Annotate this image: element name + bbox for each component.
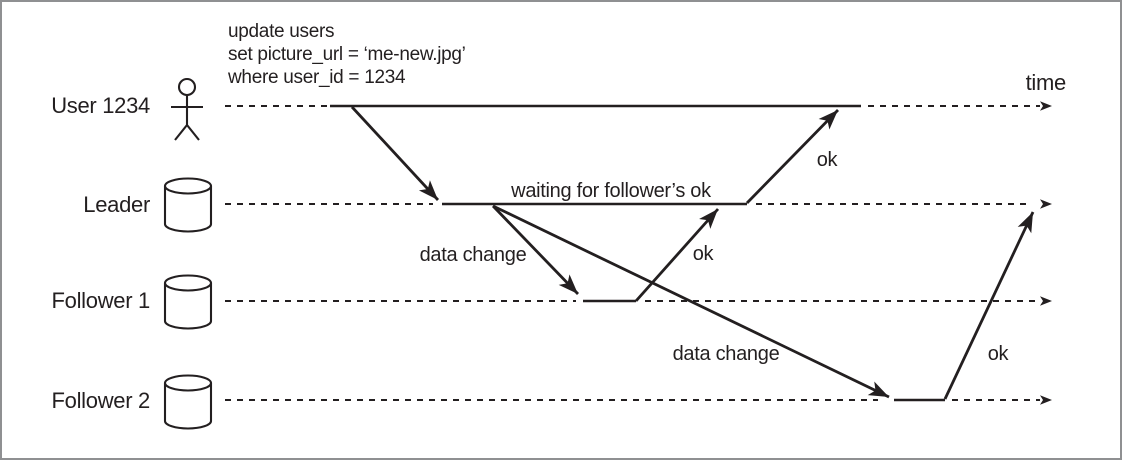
message-arrow-data-change-follower-2 — [492, 204, 890, 399]
query-line-3: where user_id = 1234 — [227, 67, 406, 88]
waiting-annotation: waiting for follower’s ok — [510, 180, 712, 202]
time-axis-label: time — [1026, 70, 1066, 95]
label-data-change-2: data change — [673, 343, 780, 365]
message-labels: waiting for follower’s ok data change ok… — [420, 149, 1010, 365]
message-arrow-ok-follower-1 — [634, 208, 720, 302]
timeline-user — [225, 101, 1052, 111]
message-arrow-data-change-follower-1 — [491, 205, 580, 295]
timeline-follower-2 — [225, 395, 1052, 405]
database-cylinder-icon-leader — [163, 177, 213, 233]
label-data-change-1: data change — [420, 244, 527, 266]
label-ok-follower-2: ok — [988, 343, 1010, 365]
message-arrow-ok-to-user — [745, 109, 840, 204]
timeline-leader — [225, 199, 1052, 209]
timeline-end-arrow-icon — [1040, 296, 1052, 306]
person-icon — [171, 77, 203, 141]
database-cylinder-icon-follower-1 — [163, 274, 213, 330]
query-annotation: update users set picture_url = ‘me-new.j… — [227, 21, 466, 88]
timeline-end-arrow-icon — [1040, 199, 1052, 209]
label-ok-to-user: ok — [817, 149, 839, 171]
message-arrow-update-request — [350, 106, 440, 201]
label-ok-follower-1: ok — [693, 243, 715, 265]
message-arrows — [350, 106, 1035, 400]
message-arrow-ok-follower-2 — [943, 211, 1035, 400]
timeline-end-arrow-icon — [1040, 395, 1052, 405]
actor-label-follower-1: Follower 1 — [52, 288, 151, 313]
actor-label-user: User 1234 — [51, 93, 150, 118]
actor-label-follower-2: Follower 2 — [52, 388, 151, 413]
actor-labels: User 1234 Leader Follower 1 Follower 2 — [51, 93, 150, 413]
database-cylinder-icon-follower-2 — [163, 374, 213, 430]
timeline-end-arrow-icon — [1040, 101, 1052, 111]
query-line-1: update users — [228, 21, 334, 42]
timeline-follower-1 — [225, 296, 1052, 306]
actor-label-leader: Leader — [83, 192, 150, 217]
query-line-2: set picture_url = ‘me-new.jpg’ — [228, 44, 466, 65]
